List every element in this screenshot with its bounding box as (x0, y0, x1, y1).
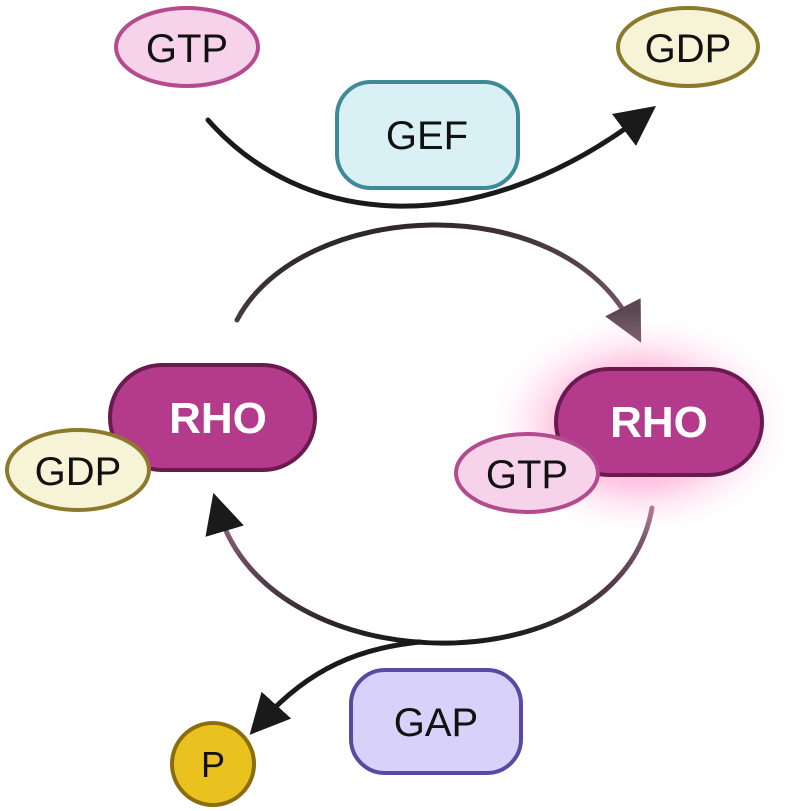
gap-node: GAP (349, 668, 523, 775)
gtp-bound-label: GTP (486, 453, 568, 497)
gap-label: GAP (394, 701, 478, 745)
gdp-bound-node: GDP (5, 428, 151, 512)
rho-active-node: RHO (554, 367, 764, 477)
rho-inactive-node: RHO (108, 363, 317, 472)
gef-label: GEF (386, 114, 468, 158)
gdp-release-arrow (205, 106, 657, 209)
gtp-top-label: GTP (146, 27, 228, 71)
gdp-bound-label: GDP (35, 450, 122, 494)
gdp-top-label: GDP (645, 27, 732, 71)
gdp-top-node: GDP (616, 6, 760, 88)
phosphate-node: P (170, 721, 256, 807)
phosphate-label: P (201, 744, 225, 785)
phosphate-release-arrow (249, 639, 423, 735)
rho-inactive-label: RHO (169, 394, 267, 443)
rho-active-label: RHO (610, 398, 708, 447)
gtp-top-node: GTP (114, 6, 260, 88)
inactivation-arrow (205, 492, 655, 646)
activation-arrow (234, 222, 642, 343)
gtp-bound-node: GTP (454, 432, 600, 514)
gef-node: GEF (335, 80, 520, 190)
